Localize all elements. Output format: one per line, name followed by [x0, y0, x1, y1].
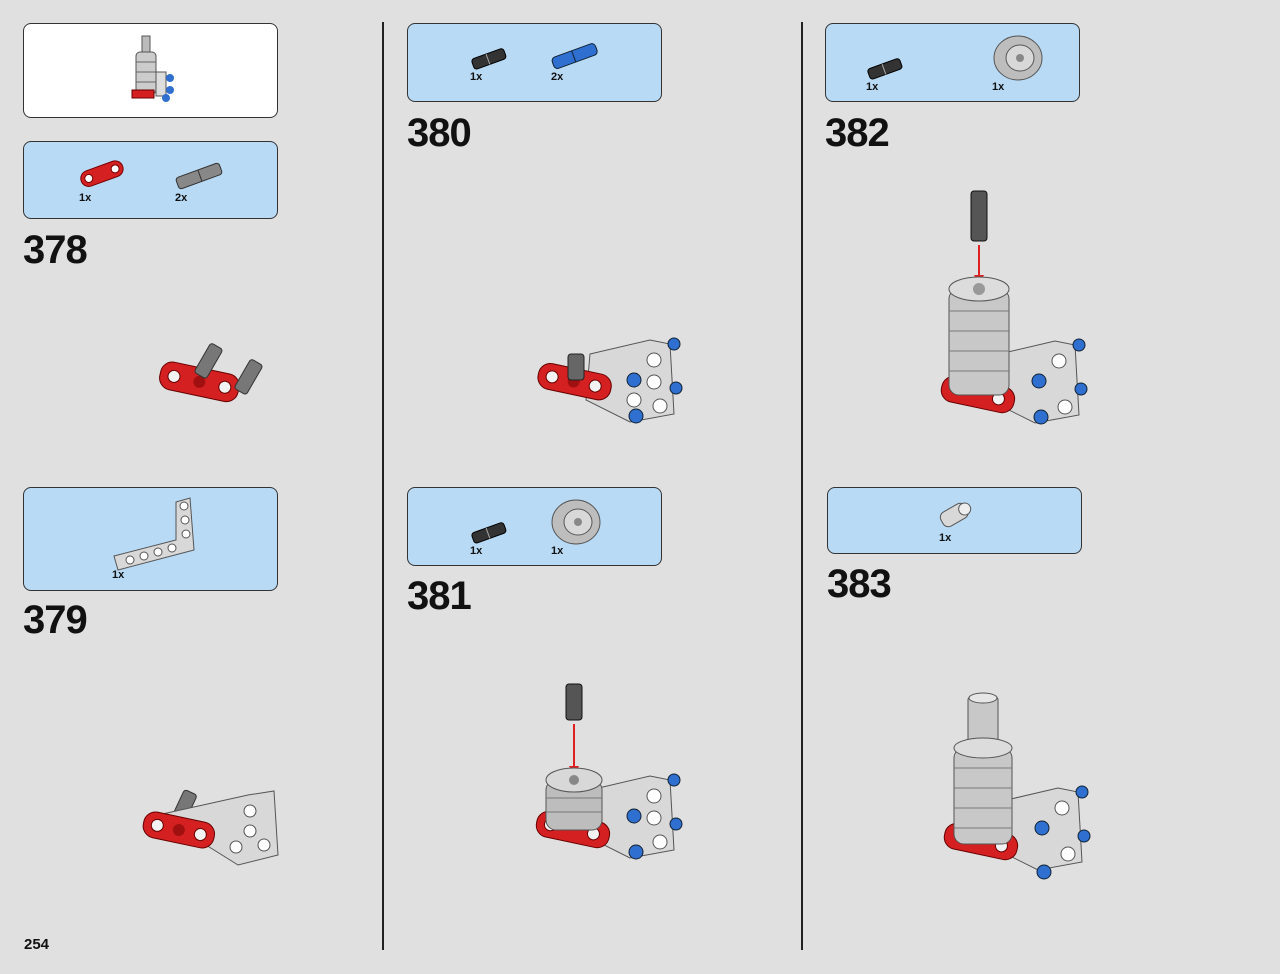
step-number-380: 380	[407, 111, 472, 155]
part-qty: 2x	[551, 71, 564, 83]
step-number-378: 378	[23, 228, 88, 272]
parts-callout-379: 1x	[23, 487, 278, 591]
assembly-383-icon	[943, 692, 1091, 880]
subassembly-callout	[23, 23, 278, 118]
light-gray-bush-icon	[939, 502, 972, 528]
page-number: 254	[24, 936, 50, 953]
column-divider-right	[801, 22, 803, 950]
assembly-378-icon	[159, 343, 263, 403]
parts-callout-383: 1x	[827, 487, 1082, 554]
black-pin-icon	[471, 48, 507, 70]
part-qty: 1x	[939, 532, 952, 544]
column-divider-left	[382, 22, 384, 950]
step-number-382: 382	[825, 111, 890, 155]
red-beam-icon	[80, 160, 124, 187]
parts-callout-378: 1x 2x	[23, 141, 278, 219]
part-qty: 1x	[992, 81, 1005, 93]
blue-axle-pin-icon	[551, 43, 598, 69]
parts-callout-380: 1x 2x	[407, 23, 662, 102]
step-number-379: 379	[23, 598, 88, 642]
gray-wheel-icon	[551, 499, 601, 545]
gray-axle-pin-icon	[175, 162, 223, 190]
part-qty: 1x	[79, 192, 92, 204]
assembly-382-icon	[940, 190, 1088, 425]
black-pin-icon	[471, 522, 507, 544]
parts-callout-381: 1x 1x	[407, 487, 662, 566]
part-qty: 1x	[551, 545, 564, 557]
gray-wheel-icon	[993, 35, 1043, 81]
step-number-381: 381	[407, 574, 472, 618]
step-number-383: 383	[827, 562, 892, 606]
parts-callout-382: 1x 1x	[825, 23, 1080, 102]
part-qty: 1x	[866, 81, 879, 93]
assembly-379-icon	[142, 789, 279, 866]
assembly-380-icon	[537, 337, 683, 424]
part-qty: 2x	[175, 192, 188, 204]
gray-l-beam-icon	[113, 497, 195, 571]
part-qty: 1x	[470, 545, 483, 557]
subassembly-icon	[131, 35, 174, 102]
part-qty: 1x	[470, 71, 483, 83]
assembly-381-icon	[535, 683, 683, 860]
black-pin-icon	[867, 58, 903, 80]
part-qty: 1x	[112, 569, 125, 581]
